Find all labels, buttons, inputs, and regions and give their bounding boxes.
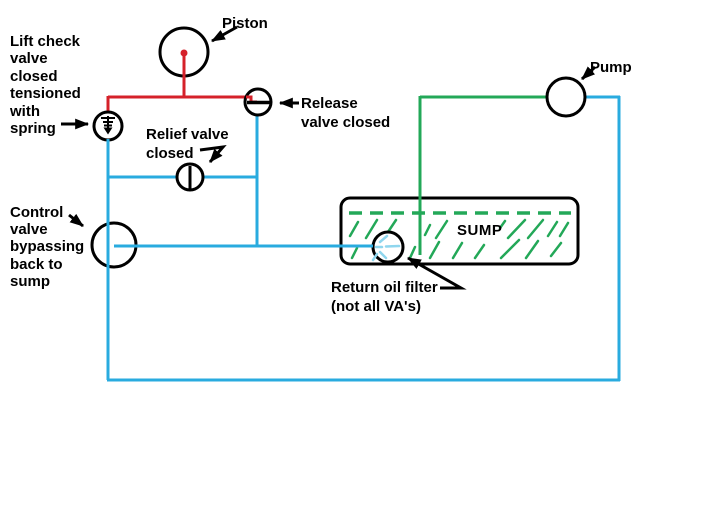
pump-arrow [580,65,597,81]
annotation-arrows [61,25,597,290]
return-oil-filter-label: Return oil filter (not all VA's) [331,279,438,315]
control-valve-label: Control valve bypassing back to sump [10,204,85,290]
piston-arrow [211,25,238,43]
relief-valve-label: Relief valve closed [146,126,229,162]
release-valve-label: Release valve closed [301,95,391,131]
pump-label: Pump [590,59,632,76]
pump-circle [545,76,587,118]
control-arrow [68,213,84,228]
pipes-over [106,53,373,380]
relief-arrow [199,145,227,163]
return-filter-arrow [407,256,467,290]
filter-spray-rays [371,234,401,262]
pipes-under [106,95,621,382]
piston-center-dot [180,49,188,57]
piston-label: Piston [222,15,268,32]
sump-label: SUMP [457,222,503,239]
lift-check-valve-label: Lift check valve closed tensioned with s… [10,33,81,138]
lift-check-spring-symbol [101,116,115,135]
